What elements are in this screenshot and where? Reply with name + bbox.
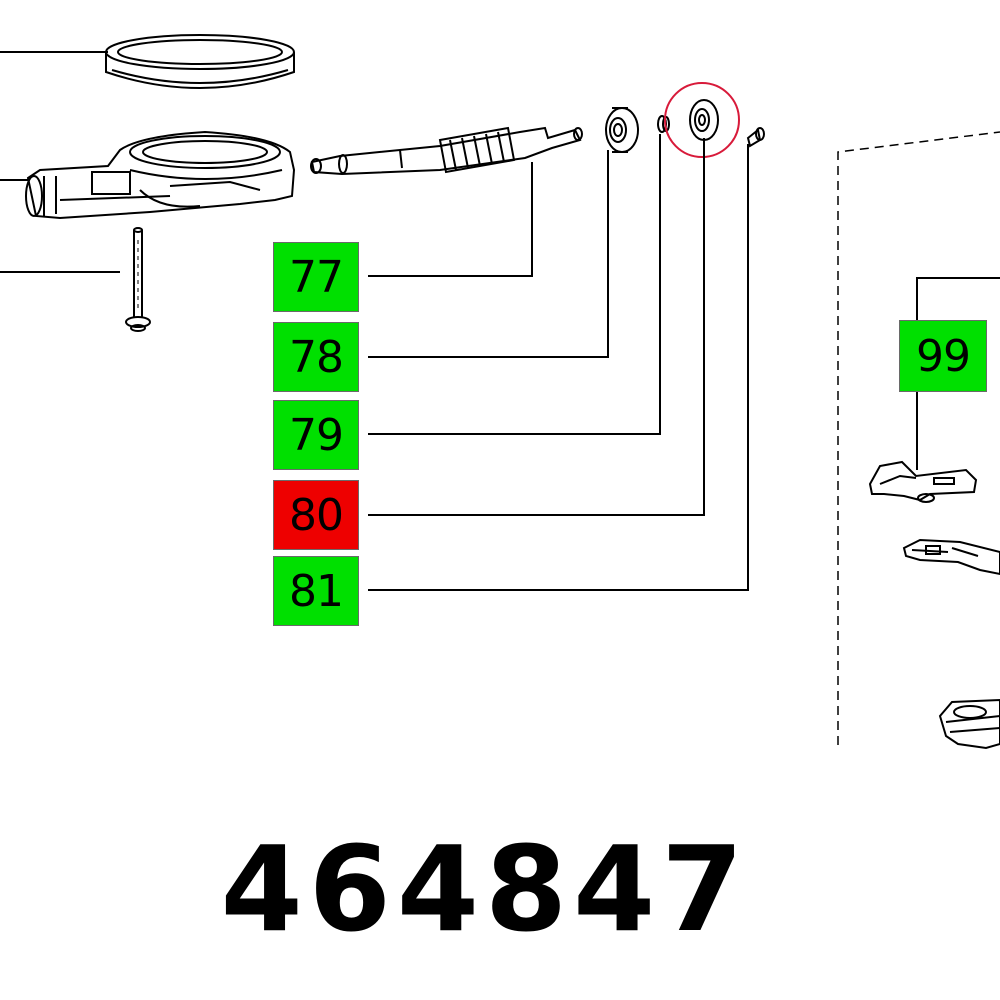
needle-bearing-part bbox=[689, 99, 719, 141]
leader-line-77 bbox=[368, 162, 533, 277]
drive-shaft-part bbox=[310, 126, 583, 176]
leader-line-81 bbox=[368, 144, 749, 591]
highlight-circle bbox=[664, 82, 740, 158]
retaining-ring-part bbox=[657, 115, 670, 133]
leader-line-80 bbox=[368, 138, 705, 516]
pin-part bbox=[746, 127, 765, 148]
part-label-99[interactable]: 99 bbox=[899, 320, 987, 392]
part-number: 464847 bbox=[220, 820, 750, 958]
part-label-79[interactable]: 79 bbox=[273, 400, 359, 470]
gear-housing-part bbox=[25, 130, 296, 220]
screw-part bbox=[125, 227, 151, 332]
part-label-78[interactable]: 78 bbox=[273, 322, 359, 392]
part-label-80[interactable]: 80 bbox=[273, 480, 359, 550]
leader-line-99-top bbox=[916, 277, 1000, 320]
switch-lever-part bbox=[868, 460, 978, 503]
ball-bearing-part bbox=[605, 107, 639, 153]
leader-line-78 bbox=[368, 150, 609, 358]
switch-body-part bbox=[938, 698, 1000, 750]
seal-ring-part bbox=[105, 34, 295, 89]
group-boundary bbox=[837, 131, 1000, 745]
part-label-81[interactable]: 81 bbox=[273, 556, 359, 626]
switch-bracket-part bbox=[902, 538, 1000, 576]
leader-line-79 bbox=[368, 134, 661, 435]
part-label-77[interactable]: 77 bbox=[273, 242, 359, 312]
